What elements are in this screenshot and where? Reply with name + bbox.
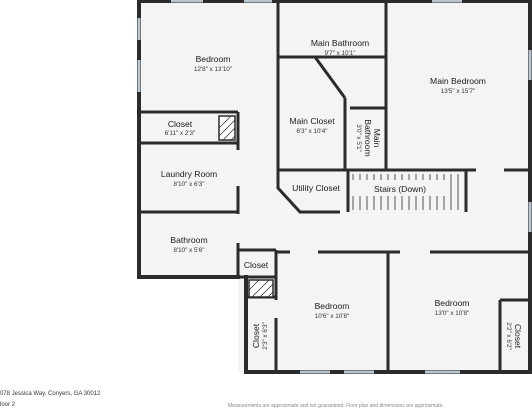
closet-center-name: Closet [244,260,269,270]
utility-closet-name: Utility Closet [292,183,340,193]
stairs-label-bg [350,180,450,196]
closet-se-name: Closet [513,324,523,349]
stairs-name: Stairs (Down) [374,184,426,194]
disclaimer: Measurements are approximate and not gua… [228,403,444,409]
closet-se-label: Closet 2'2" x 6'2" [505,322,523,350]
main-bathroom-small-dims: 3'0" x 5'1" [355,124,362,152]
floor-area [137,0,532,372]
bedroom-s-dims: 10'6" x 10'8" [315,313,350,320]
main-bedroom-name: Main Bedroom [430,76,486,86]
main-bathroom-small-name-2: Bathroom [363,119,373,156]
main-closet-name: Main Closet [289,116,335,126]
bathroom-name: Bathroom [170,235,207,245]
main-bathroom-small-label: Main Bathroom 3'0" x 5'1" [355,119,382,156]
closet-nw-dims: 6'11" x 2'3" [165,130,196,137]
door-openings [236,150,504,254]
property-address: 078 Jessica Way, Conyers, GA 30012 [0,391,101,397]
bedroom-se-dims: 13'0" x 10'8" [435,310,470,317]
closet-sw-name: Closet [251,323,261,348]
bedroom-s-name: Bedroom [315,301,350,311]
closet-nw-name: Closet [168,119,193,129]
main-bathroom-dims: 9'7" x 10'1" [324,50,355,57]
laundry-name: Laundry Room [161,169,217,179]
interior-walls [139,0,530,372]
closet-sw-dims: 2'3" x 6'3" [262,322,269,350]
hatched-shafts [218,115,274,298]
floor-label: loor 2 [0,402,16,408]
closet-sw-label: Closet 2'3" x 6'3" [251,322,269,350]
main-closet-dims: 6'3" x 10'4" [296,128,327,135]
bedroom-se-name: Bedroom [435,298,470,308]
main-bathroom-small-name-1: Main [372,129,382,148]
laundry-dims: 8'10" x 6'3" [173,181,204,188]
bathroom-dims: 8'10" x 5'6" [173,247,204,254]
main-bathroom-name: Main Bathroom [311,38,369,48]
closet-se-dims: 2'2" x 6'2" [505,322,512,350]
windows [137,0,532,374]
bedroom-nw-name: Bedroom [196,54,231,64]
bedroom-nw-dims: 12'8" x 13'10" [194,66,232,73]
main-bedroom-dims: 13'5" x 15'7" [441,88,476,95]
